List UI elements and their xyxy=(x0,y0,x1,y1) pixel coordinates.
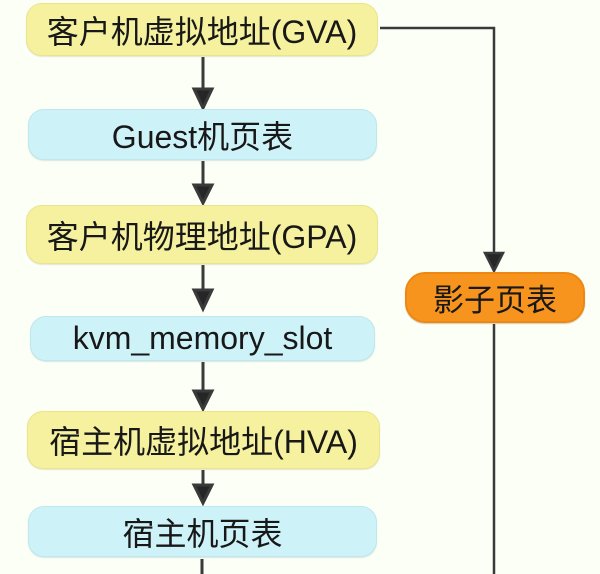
node-host-page-table: 宿主机页表 xyxy=(28,506,377,557)
node-gpa: 客户机物理地址(GPA) xyxy=(26,205,378,264)
node-host-page-table-label: 宿主机页表 xyxy=(122,515,283,552)
arrow-shaft xyxy=(380,26,496,254)
node-kvm-memory-slot: kvm_memory_slot xyxy=(30,316,375,361)
arrow-head-icon xyxy=(191,389,215,413)
node-hva: 宿主机虚拟地址(HVA) xyxy=(27,411,380,469)
arrow-kvm-memory-slot-to-hva xyxy=(191,362,215,413)
arrow-gva-to-guest-page-table xyxy=(191,57,215,112)
node-hva-label: 宿主机虚拟地址(HVA) xyxy=(49,424,358,460)
node-gpa-label: 客户机物理地址(GPA) xyxy=(46,218,358,255)
node-gva-label: 客户机虚拟地址(GVA) xyxy=(46,13,358,50)
node-kvm-memory-slot-label: kvm_memory_slot xyxy=(72,320,333,356)
node-shadow-page-table-label: 影子页表 xyxy=(433,283,557,318)
arrow-gva-to-shadow-page-table xyxy=(380,26,506,274)
arrow-gpa-to-kvm-memory-slot xyxy=(191,265,215,313)
arrow-guest-page-table-to-gpa xyxy=(191,161,215,207)
arrow-head-icon xyxy=(482,251,506,274)
node-gva: 客户机虚拟地址(GVA) xyxy=(26,3,378,56)
arrow-head-icon xyxy=(191,483,215,507)
arrow-head-icon xyxy=(191,183,215,207)
arrow-hva-to-host-page-table xyxy=(191,470,215,507)
arrow-head-icon xyxy=(191,87,215,112)
node-guest-page-table-label: Guest机页表 xyxy=(111,118,294,155)
arrow-head-icon xyxy=(191,288,215,313)
node-shadow-page-table: 影子页表 xyxy=(405,272,585,323)
node-guest-page-table: Guest机页表 xyxy=(28,109,377,160)
